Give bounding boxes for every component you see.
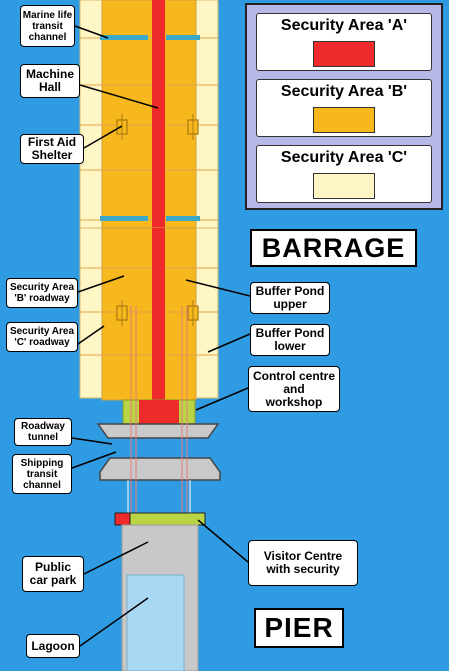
marine-channel-bar-1 — [100, 35, 148, 40]
label-area-b-roadway: Security Area 'B' roadway — [6, 278, 78, 308]
label-marine-life-channel: Marine life transit channel — [20, 5, 75, 47]
upper-area-b — [101, 0, 197, 229]
label-lagoon: Lagoon — [26, 634, 80, 658]
lagoon-shape — [126, 574, 185, 671]
label-public-car-park: Public car park — [22, 556, 84, 592]
machine-hall-red-strip — [152, 0, 165, 228]
swatch-a — [313, 41, 375, 67]
label-machine-hall: Machine Hall — [20, 64, 80, 98]
label-control-centre: Control centre and workshop — [248, 366, 340, 412]
lower-area-c-left — [79, 227, 103, 399]
marine-channel-bar-4 — [166, 216, 200, 221]
roadway-tunnel-shape — [96, 423, 220, 439]
leader-lines — [71, 25, 251, 647]
legend: Security Area 'A' Security Area 'B' Secu… — [245, 3, 443, 210]
swatch-c — [313, 173, 375, 199]
label-buffer-pond-upper: Buffer Pond upper — [250, 282, 330, 314]
label-visitor-centre: Visitor Centre with security — [248, 540, 358, 586]
legend-title-b: Security Area 'B' — [280, 83, 408, 100]
control-centre-red — [139, 400, 179, 424]
barrage-heading: BARRAGE — [250, 229, 417, 267]
label-shipping-transit-channel: Shipping transit channel — [12, 454, 72, 494]
marine-channel-bar-3 — [100, 216, 148, 221]
causeway-lines — [130, 306, 188, 513]
label-roadway-tunnel: Roadway tunnel — [14, 418, 72, 446]
legend-row-a: Security Area 'A' — [256, 13, 432, 71]
label-buffer-pond-lower: Buffer Pond lower — [250, 324, 330, 356]
shipping-channel-shape — [99, 457, 221, 481]
legend-row-b: Security Area 'B' — [256, 79, 432, 137]
lower-area-c-right — [195, 227, 219, 399]
marine-channel-bar-2 — [166, 35, 200, 40]
legend-row-c: Security Area 'C' — [256, 145, 432, 203]
legend-title-c: Security Area 'C' — [280, 149, 408, 166]
pier-heading: PIER — [254, 608, 344, 648]
upper-area-c-right — [195, 0, 219, 229]
legend-title-a: Security Area 'A' — [280, 17, 408, 34]
lower-red-strip — [152, 228, 165, 400]
causeway-white-lines — [127, 480, 191, 513]
swatch-b — [313, 107, 375, 133]
visitor-centre-red — [114, 512, 131, 526]
label-area-c-roadway: Security Area 'C' roadway — [6, 322, 78, 352]
label-first-aid-shelter: First Aid Shelter — [20, 134, 84, 164]
